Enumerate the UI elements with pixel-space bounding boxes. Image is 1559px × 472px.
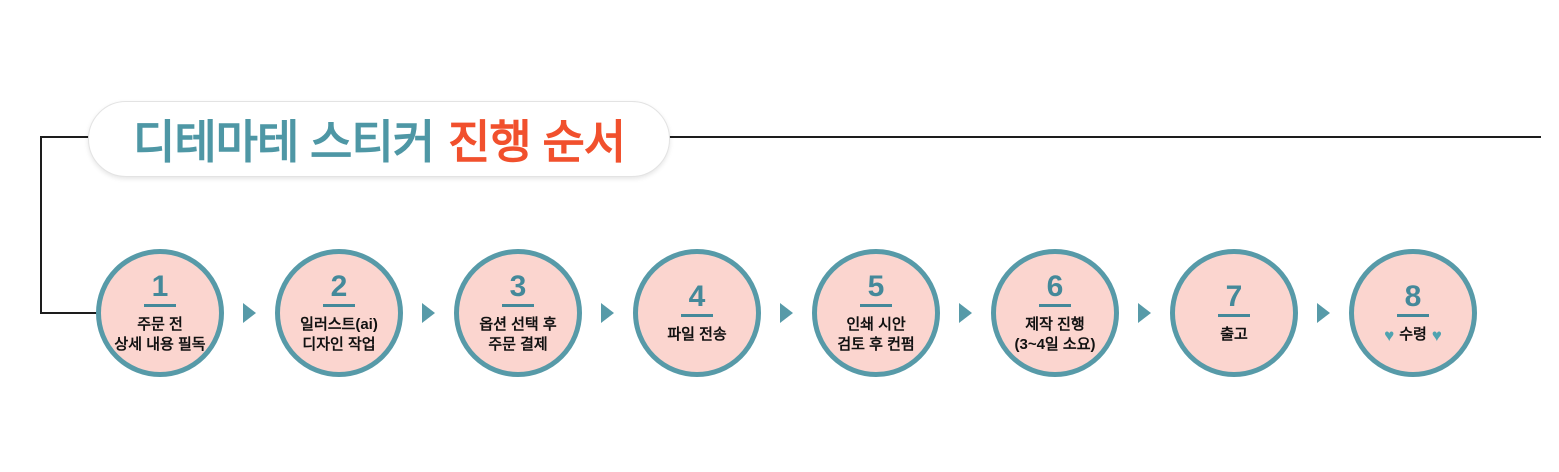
step-circle-3: 3 옵션 선택 후 주문 결제 bbox=[454, 249, 582, 377]
step-number: 7 bbox=[1217, 281, 1251, 318]
arrow-right-icon bbox=[601, 303, 614, 323]
step-circle-8: 8 ♥ 수령 ♥ bbox=[1349, 249, 1477, 377]
title-badge: 디테마테 스티커 진행 순서 bbox=[88, 101, 671, 177]
step-label: 제작 진행 (3~4일 소요) bbox=[1014, 316, 1096, 354]
step-number: 2 bbox=[322, 270, 356, 307]
step-label: 인쇄 시안 검토 후 컨펌 bbox=[837, 316, 915, 354]
step-label-row: ♥ 수령 ♥ bbox=[1384, 325, 1442, 345]
step-circle-7: 7 출고 bbox=[1170, 249, 1298, 377]
step-label: 주문 전 상세 내용 필독 bbox=[114, 316, 206, 354]
step-circle-1: 1 주문 전 상세 내용 필독 bbox=[96, 249, 224, 377]
step-number: 5 bbox=[859, 270, 893, 307]
step-circle-5: 5 인쇄 시안 검토 후 컨펌 bbox=[812, 249, 940, 377]
step-circle-6: 6 제작 진행 (3~4일 소요) bbox=[991, 249, 1119, 377]
step-number: 3 bbox=[501, 270, 535, 307]
arrow-right-icon bbox=[243, 303, 256, 323]
heart-icon: ♥ bbox=[1431, 325, 1442, 345]
heart-icon: ♥ bbox=[1384, 325, 1395, 345]
arrow-right-icon bbox=[780, 303, 793, 323]
title-main: 디테마테 스티커 bbox=[133, 116, 435, 168]
arrow-right-icon bbox=[422, 303, 435, 323]
arrow-right-icon bbox=[959, 303, 972, 323]
connector-line-stub bbox=[40, 312, 102, 314]
step-label: 일러스트(ai) 디자인 작업 bbox=[300, 316, 378, 354]
step-circle-4: 4 파일 전송 bbox=[633, 249, 761, 377]
step-circle-2: 2 일러스트(ai) 디자인 작업 bbox=[275, 249, 403, 377]
step-number: 1 bbox=[143, 270, 177, 307]
step-label: 파일 전송 bbox=[667, 326, 727, 344]
steps-row: 1 주문 전 상세 내용 필독 2 일러스트(ai) 디자인 작업 3 옵션 선… bbox=[96, 249, 1477, 377]
step-number: 4 bbox=[680, 281, 714, 318]
connector-line-top bbox=[40, 136, 1541, 138]
title-accent: 진행 순서 bbox=[448, 116, 626, 168]
step-label: 출고 bbox=[1220, 326, 1248, 344]
arrow-right-icon bbox=[1317, 303, 1330, 323]
connector-line-vertical bbox=[40, 136, 42, 314]
step-label: 옵션 선택 후 주문 결제 bbox=[479, 316, 557, 354]
step-number: 8 bbox=[1396, 281, 1430, 318]
step-label: 수령 bbox=[1399, 326, 1427, 344]
arrow-right-icon bbox=[1138, 303, 1151, 323]
step-number: 6 bbox=[1038, 270, 1072, 307]
